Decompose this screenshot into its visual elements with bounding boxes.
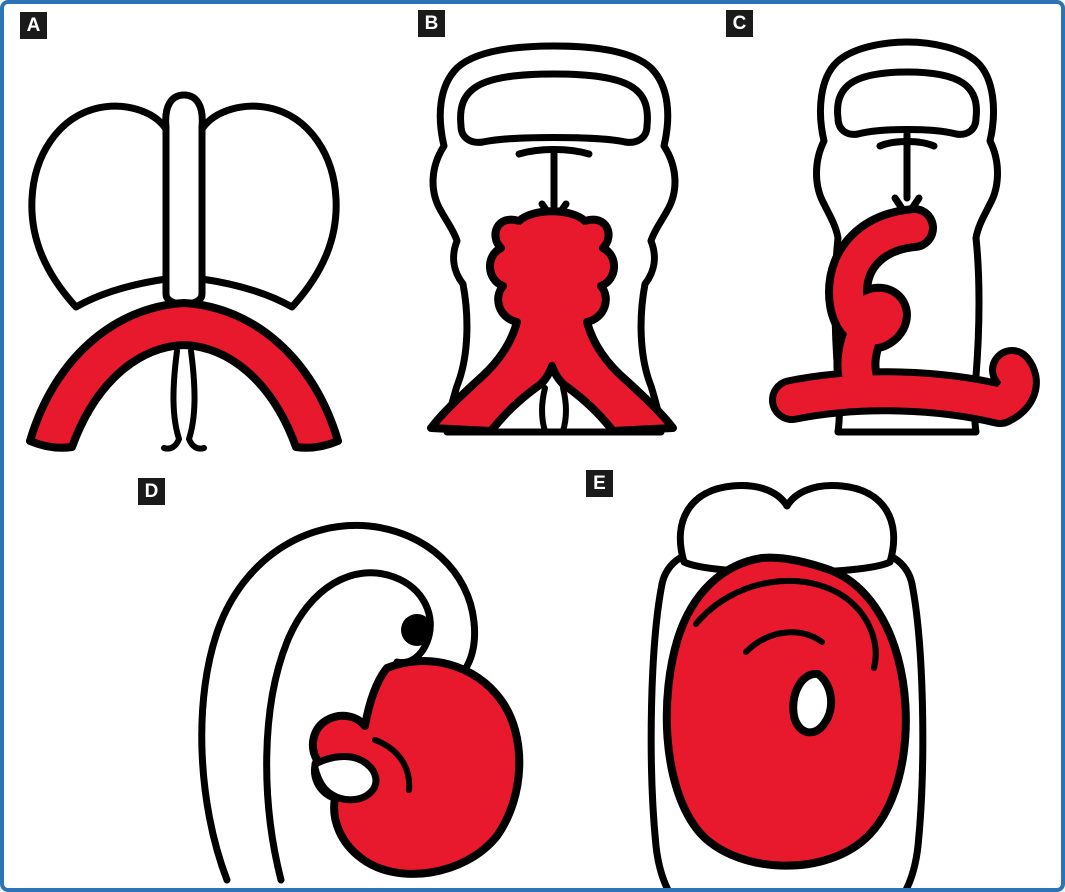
tube-overlap-line-inner: [743, 629, 825, 655]
red-looping-heart: [308, 657, 524, 878]
tube-overlap-line-outer: [693, 577, 879, 671]
red-sinus-band: [776, 354, 1033, 420]
panel-a-illustration: [26, 91, 342, 452]
right-wing-outline: [198, 102, 340, 311]
caudal-line-left: [539, 385, 548, 434]
caudal-line-right: [560, 385, 569, 434]
left-horn-line: [658, 554, 684, 588]
midline-column-outline: [162, 91, 206, 309]
heart-loop-notch: [311, 753, 380, 804]
red-crescent-region: [26, 299, 342, 452]
red-looped-heart: [662, 553, 910, 870]
caudal-line-left: [161, 348, 182, 452]
panel-b-illustration: [427, 42, 679, 436]
otic-vesicle-dot: [401, 614, 433, 646]
neural-plate-band: [457, 70, 651, 146]
panel-label-a: A: [20, 12, 47, 39]
red-bent-tube: [833, 213, 929, 393]
panel-label-e: E: [586, 470, 613, 497]
panel-d-illustration: [198, 521, 524, 884]
left-body-line: [647, 580, 671, 888]
right-body-line: [903, 580, 927, 888]
panel-label-d: D: [138, 478, 165, 505]
panel-label-b: B: [418, 10, 445, 37]
red-heart-tube-region: [427, 207, 677, 435]
panel-c-illustration: [769, 38, 1040, 436]
right-horn-line: [890, 554, 916, 588]
neural-plate-band: [834, 68, 980, 138]
left-wing-outline: [28, 102, 170, 311]
caudal-line-right: [186, 348, 207, 452]
neural-groove-crossbar: [515, 146, 593, 158]
tube-boundary-line: [372, 737, 413, 793]
panel-e-illustration: [647, 482, 927, 888]
panel-label-c: C: [726, 10, 753, 37]
